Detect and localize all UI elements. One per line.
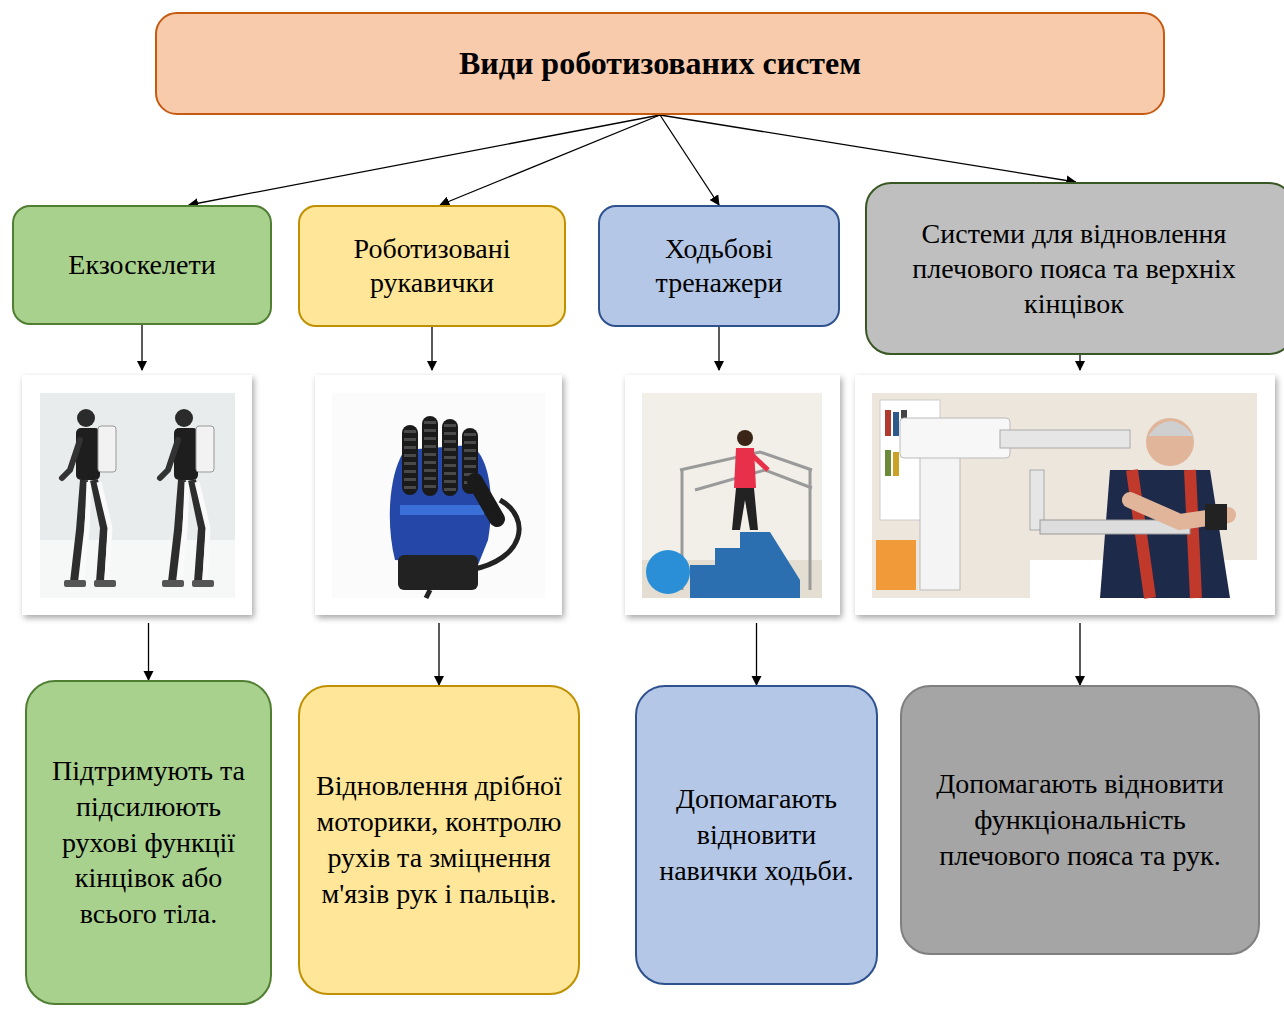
robot-head <box>900 418 1010 458</box>
head <box>737 430 753 446</box>
glove-cable <box>426 590 430 598</box>
connector-line <box>141 325 142 370</box>
trousers <box>732 488 758 530</box>
node-text: Системи для відновлення плечового пояса … <box>881 216 1267 321</box>
description-box: Відновлення дрібної моторики, контролю р… <box>298 685 580 995</box>
photo-frame <box>22 375 252 615</box>
photo-frame <box>625 375 840 615</box>
connector-arrow <box>142 325 149 680</box>
actuator-ridges <box>404 430 416 490</box>
connector-line <box>756 623 757 685</box>
category-box: Роботизовані рукавички <box>298 205 566 327</box>
description-box: Підтримують та підсилюють рухові функції… <box>25 680 272 1005</box>
connector-line <box>440 115 660 205</box>
rail-post <box>809 470 812 590</box>
category-box: Системи для відновлення плечового пояса … <box>865 182 1284 355</box>
node-text: Допомагають відновити навички ходьби. <box>649 781 864 888</box>
connector-line <box>189 115 660 205</box>
connector-line <box>660 115 719 205</box>
exoskeleton-figure <box>62 409 116 587</box>
connector-line <box>148 623 149 680</box>
actuator-ridges <box>444 424 456 491</box>
photo-frame <box>855 375 1275 615</box>
vest-strap <box>1190 470 1196 598</box>
red-top <box>734 448 756 488</box>
thumb-actuator <box>464 470 508 530</box>
node-text: Підтримують та підсилюють рухові функції… <box>39 753 258 932</box>
connector-arrow <box>660 115 1076 182</box>
actuator-ridges <box>424 421 436 491</box>
connector-line <box>718 327 719 370</box>
connector-line <box>1079 355 1080 370</box>
node-text: Відновлення дрібної моторики, контролю р… <box>312 768 566 911</box>
head <box>1146 418 1194 466</box>
stairs <box>690 532 800 598</box>
arm <box>752 455 768 470</box>
book <box>893 412 899 436</box>
photo-frame <box>315 375 562 615</box>
hair <box>1148 421 1194 436</box>
connector-arrow <box>189 115 660 205</box>
finger-actuator <box>402 425 418 495</box>
photo-wall <box>642 393 822 598</box>
book <box>885 450 891 476</box>
robot-arm <box>1000 430 1130 448</box>
wrist-band <box>1205 504 1227 530</box>
connector-line <box>660 115 1076 182</box>
category-box: Ходьбові тренажери <box>598 205 840 327</box>
connector-arrow <box>432 327 439 685</box>
connector-arrow <box>660 115 719 205</box>
robot-column <box>920 440 960 590</box>
wrist-cuff <box>398 555 478 590</box>
connector-arrow <box>719 327 757 685</box>
connector-line <box>438 623 439 685</box>
connector-arrow <box>1080 355 1081 685</box>
finger-actuator <box>422 416 438 496</box>
category-box: Екзоскелети <box>12 205 272 325</box>
photo-ground <box>332 393 545 598</box>
book <box>885 410 891 436</box>
exercise-ball <box>646 550 690 594</box>
orange-panel <box>876 540 916 590</box>
node-text: Допомагають відновити функціональність п… <box>918 766 1242 873</box>
finger-actuator <box>442 419 458 496</box>
connector-line <box>431 327 432 370</box>
node-text: Роботизовані рукавички <box>312 232 552 299</box>
exoskeleton-figure <box>160 409 214 587</box>
connector-arrow <box>440 115 660 205</box>
connector-line <box>1079 623 1080 685</box>
photo-wall <box>40 393 235 598</box>
node-text: Ходьбові тренажери <box>612 232 826 299</box>
photo-wall <box>872 393 1257 598</box>
book <box>893 452 899 476</box>
node-text: Види роботизованих систем <box>459 44 861 82</box>
node-text: Екзоскелети <box>68 248 215 282</box>
title-box: Види роботизованих систем <box>155 12 1165 115</box>
glove-stripe <box>400 505 484 515</box>
description-box: Допомагають відновити навички ходьби. <box>635 685 878 985</box>
description-box: Допомагають відновити функціональність п… <box>900 685 1260 955</box>
